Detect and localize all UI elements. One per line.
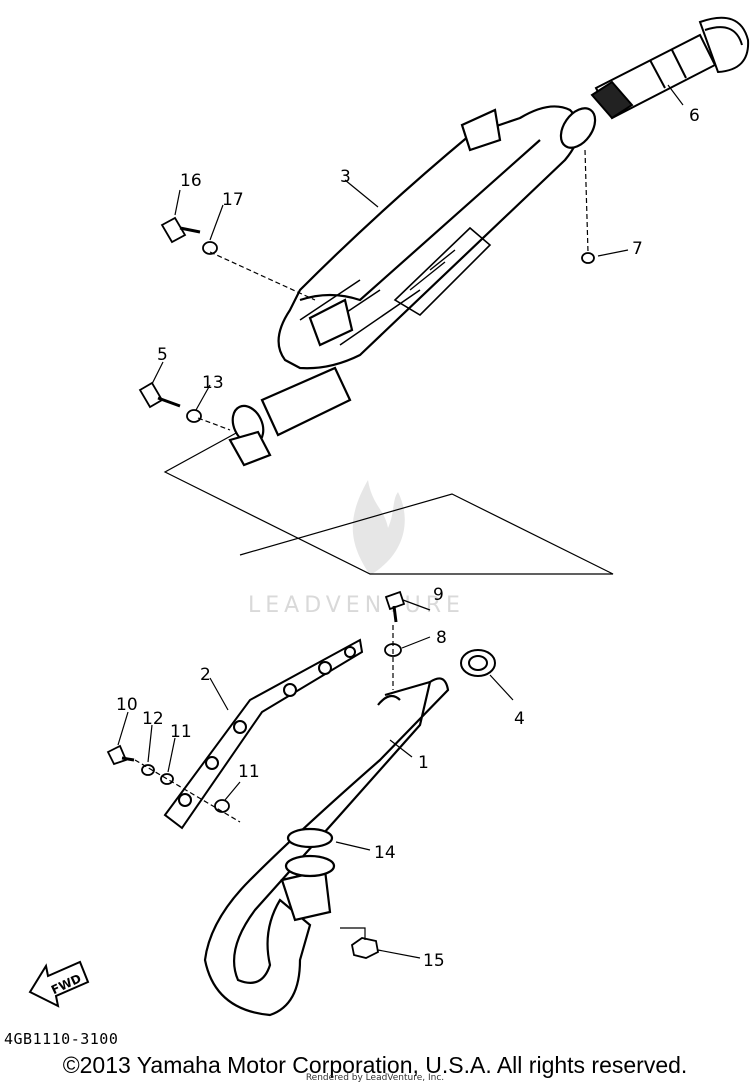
part-4-gasket [460, 649, 496, 677]
callout-6: 6 [689, 106, 700, 126]
callout-12: 12 [142, 709, 164, 729]
callout-labels: 1 2 3 4 5 6 7 8 9 10 11 11 12 13 14 15 1… [116, 106, 700, 971]
callout-7: 7 [632, 239, 643, 259]
callout-1: 1 [418, 753, 429, 773]
watermark-flame-icon [352, 480, 405, 575]
callout-8: 8 [436, 628, 447, 648]
callout-16: 16 [180, 171, 202, 191]
callout-13: 13 [202, 373, 224, 393]
part-2-protector [163, 638, 364, 830]
part-1-exhaust-pipe [203, 677, 450, 1017]
callout-17: 17 [222, 190, 244, 210]
watermark: LEADVENTURE [248, 480, 465, 618]
callout-9: 9 [433, 585, 444, 605]
callout-3: 3 [340, 167, 351, 187]
callout-10: 10 [116, 695, 138, 715]
fwd-arrow-icon: FWD [28, 960, 90, 1008]
part-6-tailpipe [590, 16, 750, 120]
watermark-text: LEADVENTURE [248, 593, 465, 618]
fasteners [106, 216, 595, 959]
callout-5: 5 [157, 345, 168, 365]
reference-outline [163, 431, 614, 575]
callout-4: 4 [514, 709, 525, 729]
callout-11-left: 11 [170, 722, 192, 742]
callout-11-right: 11 [238, 762, 260, 782]
callout-15: 15 [423, 951, 445, 971]
callout-14: 14 [374, 843, 396, 863]
leader-lines [117, 84, 684, 959]
copyright-notice: ©2013 Yamaha Motor Corporation, U.S.A. A… [62, 1052, 688, 1078]
diagram-code: 4GB1110-3100 [4, 1030, 119, 1048]
part-3-muffler [228, 105, 597, 467]
rendered-by-notice: Rendered by LeadVenture, Inc. [305, 1073, 445, 1083]
callout-2: 2 [200, 665, 211, 685]
